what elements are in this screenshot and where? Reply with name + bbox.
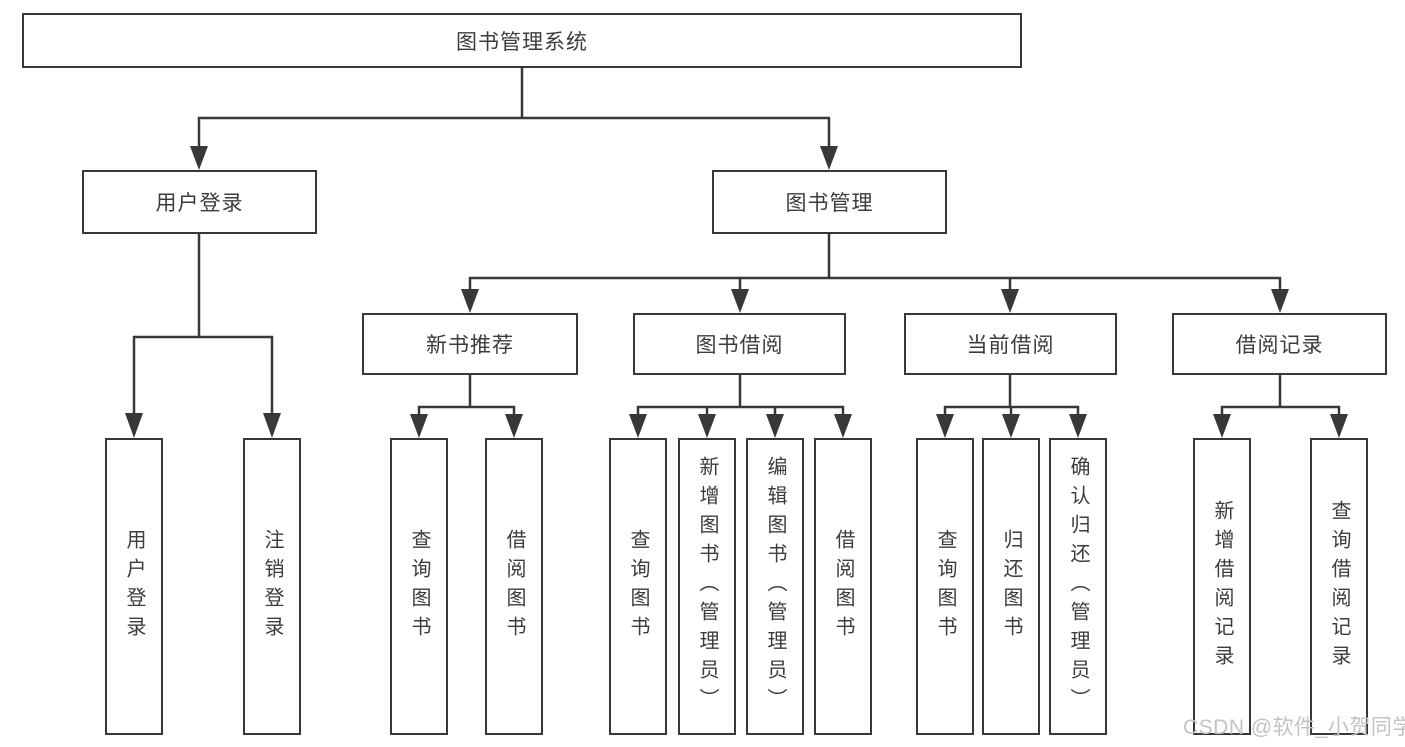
node-new-book-recommendation: 新书推荐 — [362, 313, 578, 375]
node-borrowing-records: 借阅记录 — [1172, 313, 1387, 375]
node-label: 查询图书 — [627, 528, 649, 645]
leaf-borrow-borrow-books: 借阅图书 — [814, 438, 872, 735]
node-label: 编辑图书（管理员） — [764, 456, 786, 717]
leaf-borrow-edit-books-admin: 编辑图书（管理员） — [746, 438, 804, 735]
node-library-system: 图书管理系统 — [22, 13, 1022, 68]
node-user-login: 用户登录 — [82, 170, 317, 234]
node-label: 借阅记录 — [1235, 334, 1324, 357]
node-label: 新增图书（管理员） — [696, 456, 718, 717]
node-book-borrowing: 图书借阅 — [633, 313, 846, 375]
leaf-user-login: 用户登录 — [105, 438, 163, 735]
node-label: 查询图书 — [408, 528, 430, 645]
node-label: 图书管理 — [785, 192, 874, 215]
leaf-records-add-record: 新增借阅记录 — [1193, 438, 1251, 735]
node-label: 查询借阅记录 — [1328, 499, 1350, 674]
node-label: 当前借阅 — [966, 334, 1055, 357]
node-label: 确认归还（管理员） — [1067, 456, 1089, 717]
node-label: 用户登录 — [123, 528, 145, 645]
node-book-management: 图书管理 — [712, 170, 947, 234]
leaf-current-query-books: 查询图书 — [916, 438, 974, 735]
node-label: 图书借阅 — [695, 334, 784, 357]
leaf-current-return-books: 归还图书 — [982, 438, 1040, 735]
node-label: 用户登录 — [155, 192, 244, 215]
node-label: 图书管理系统 — [456, 30, 588, 54]
node-label: 借阅图书 — [503, 528, 525, 645]
node-label: 注销登录 — [261, 528, 283, 645]
leaf-recommend-query-books: 查询图书 — [390, 438, 448, 735]
node-label: 借阅图书 — [832, 528, 854, 645]
node-label: 新书推荐 — [426, 334, 514, 357]
leaf-logout: 注销登录 — [243, 438, 301, 735]
leaf-current-confirm-return-admin: 确认归还（管理员） — [1049, 438, 1107, 735]
leaf-recommend-borrow-books: 借阅图书 — [485, 438, 543, 735]
node-current-borrowing: 当前借阅 — [904, 313, 1117, 375]
watermark-text: CSDN @软件_小贺同学 — [1183, 716, 1405, 739]
node-label: 查询图书 — [934, 528, 956, 645]
node-label: 归还图书 — [1000, 528, 1022, 645]
leaf-records-query-record: 查询借阅记录 — [1310, 438, 1368, 735]
leaf-borrow-query-books: 查询图书 — [609, 438, 667, 735]
node-label: 新增借阅记录 — [1211, 499, 1233, 674]
leaf-borrow-add-books-admin: 新增图书（管理员） — [678, 438, 736, 735]
